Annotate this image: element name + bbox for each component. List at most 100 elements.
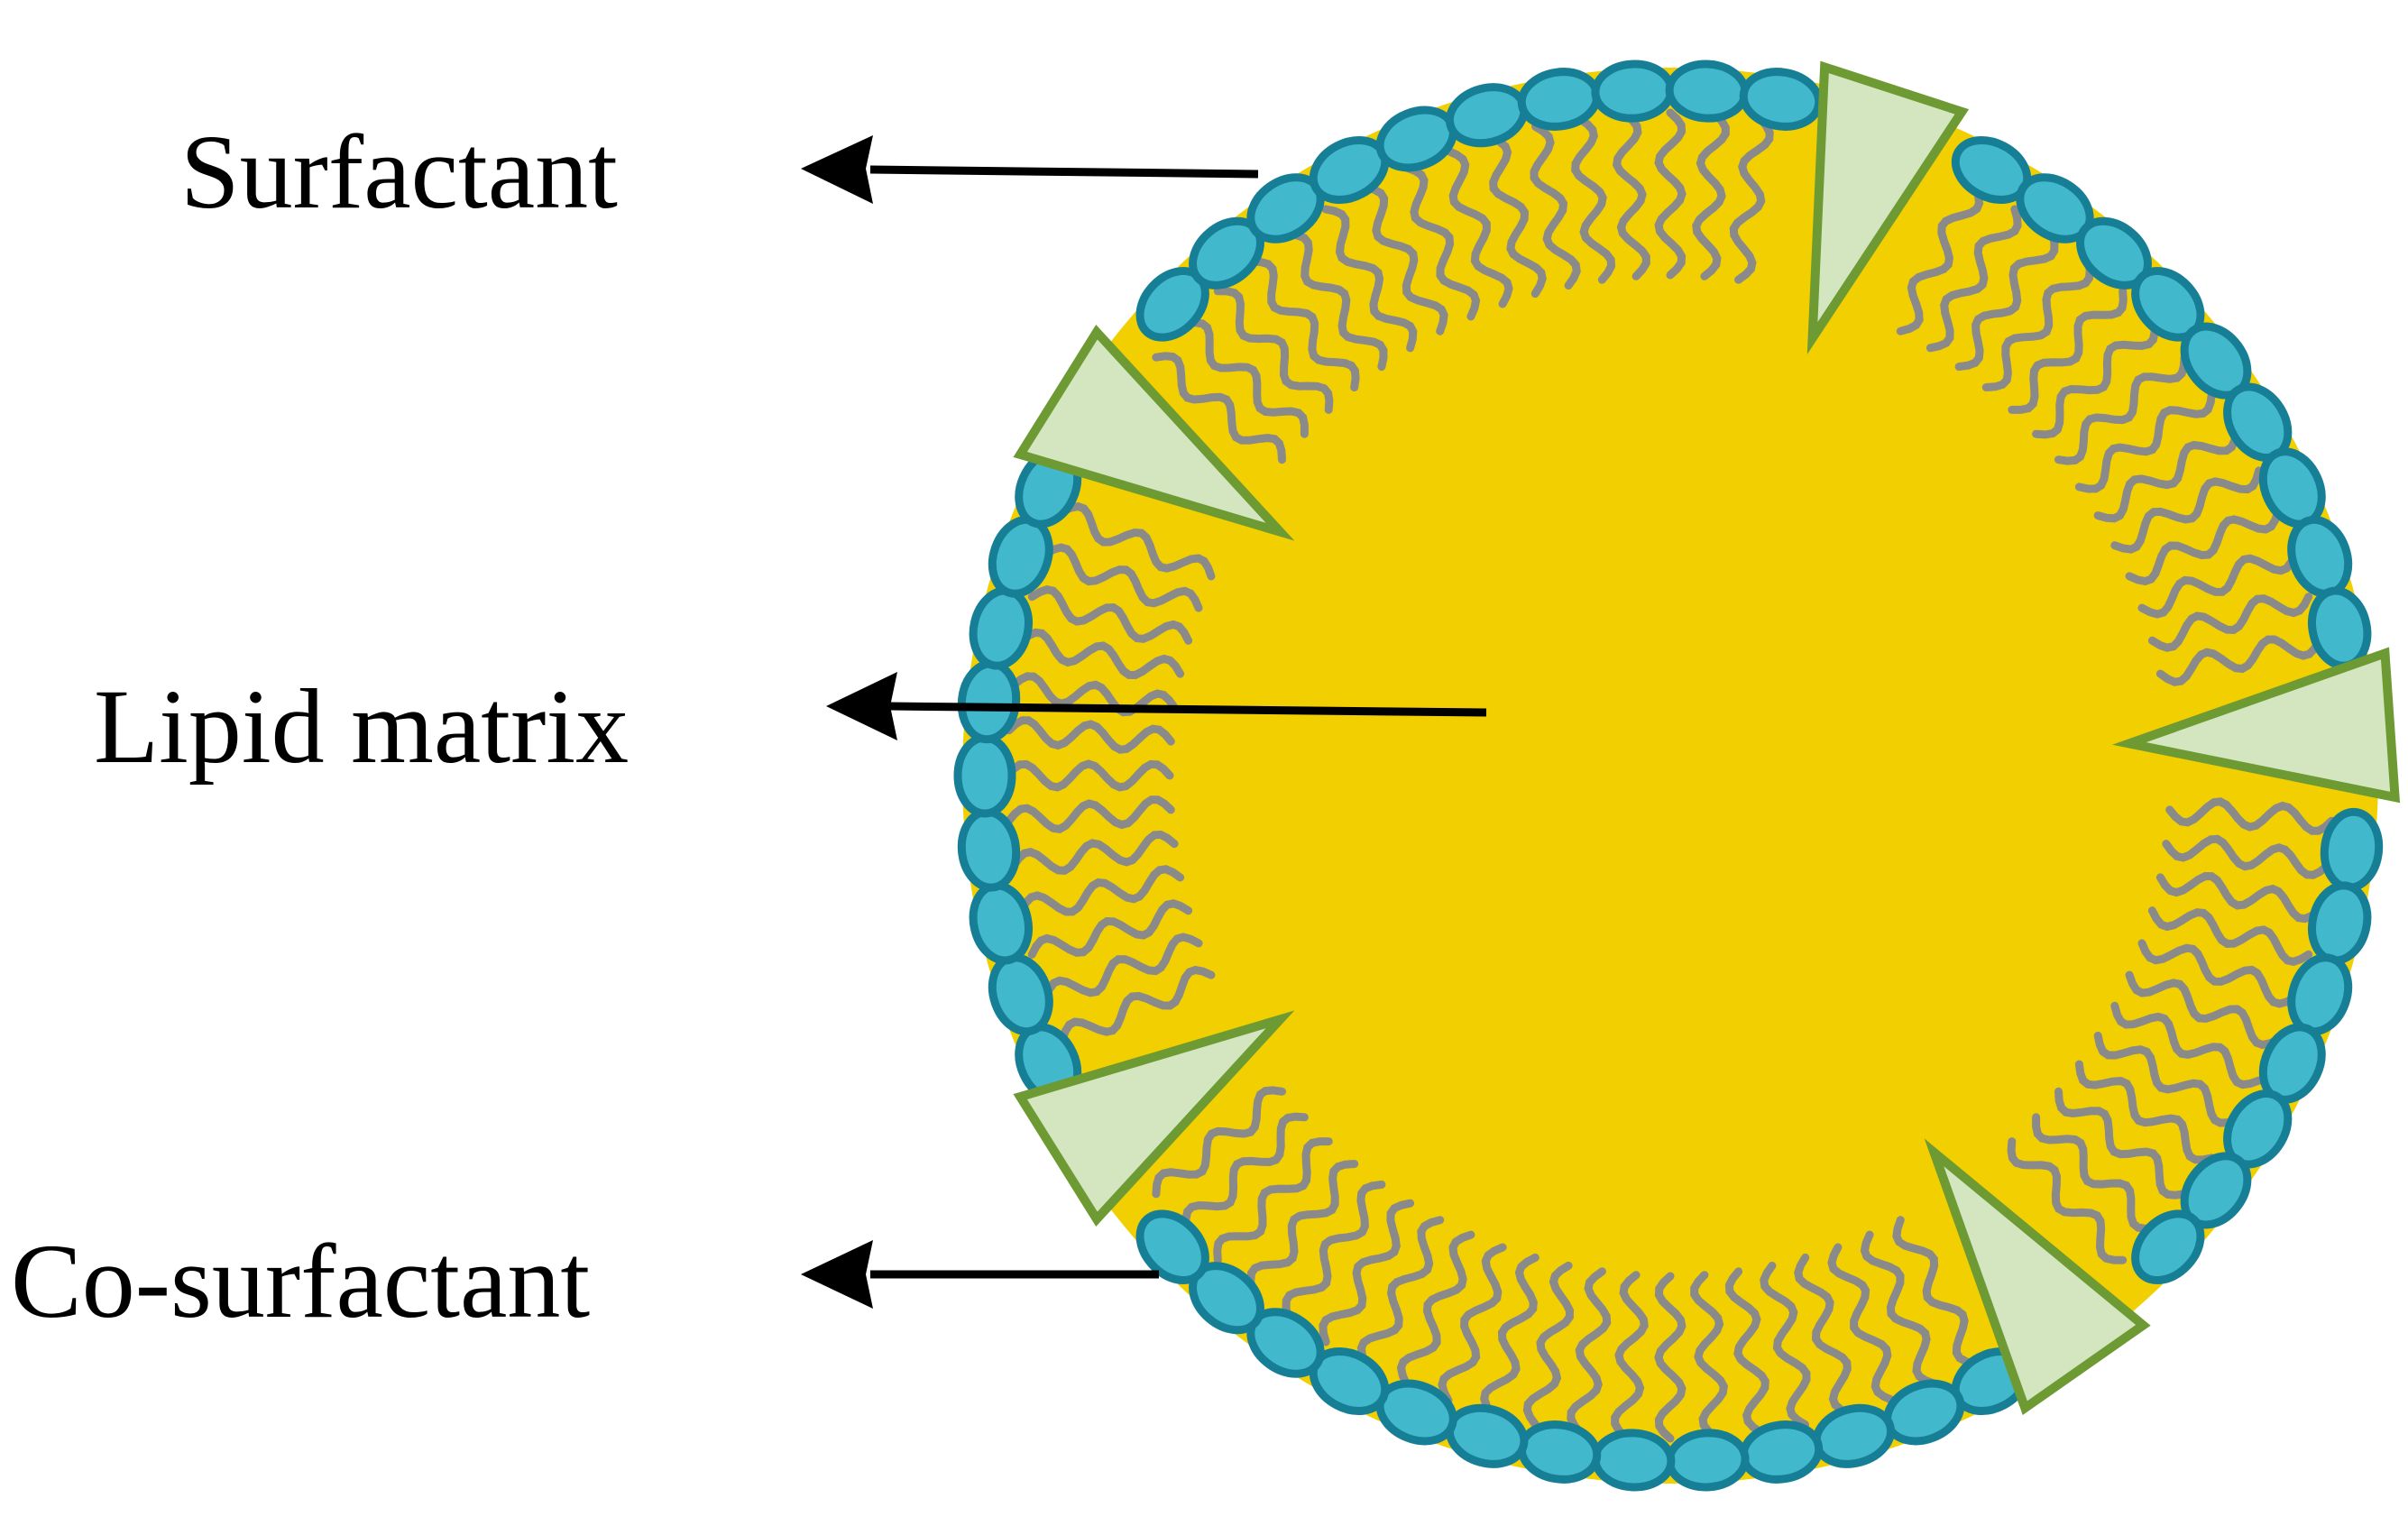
surfactant-tail	[1016, 865, 1185, 916]
arrow-left-icon	[801, 135, 873, 204]
triangle-icon	[1924, 1138, 2151, 1416]
surfactant-tail	[1005, 716, 1175, 754]
surfactant-tail	[1152, 1086, 1286, 1199]
lipid-matrix-label: Lipid matrix	[94, 667, 629, 786]
surfactant-tail	[2032, 318, 2159, 439]
ellipse-head-icon	[1591, 1429, 1676, 1492]
surfactant-tail	[1181, 1112, 1309, 1233]
surfactant-tail	[1009, 672, 1179, 717]
lipid-nanoparticle	[953, 60, 2401, 1492]
surfactant-tail	[1396, 1230, 1475, 1388]
surfactant-tail	[1152, 352, 1286, 464]
surfactant-tail	[1724, 1267, 1769, 1437]
surfactant-tail	[1613, 110, 1650, 280]
surfactant-tail	[1760, 1261, 1811, 1429]
triangle-icon	[1013, 1010, 1295, 1227]
co-surfactant-label: Co-surfactant	[11, 1222, 590, 1340]
surfactant-tail	[1181, 318, 1309, 438]
surfactant-tail	[1571, 115, 1616, 284]
co-surfactant-molecules	[1013, 60, 2401, 1416]
ellipse-head-icon	[2131, 1209, 2205, 1285]
surfactant-tail	[2007, 1137, 2128, 1264]
surfactant-tail	[1690, 1271, 1728, 1441]
surfactant-tail	[2054, 1087, 2189, 1200]
surfactant-tail	[2032, 1113, 2159, 1233]
surfactant-tail	[1058, 965, 1216, 1044]
triangle-icon	[1013, 324, 1295, 541]
surfactant-tail	[1005, 795, 1175, 833]
surfactant-tail	[2093, 1031, 2241, 1127]
surfactant-tail	[1480, 1253, 1539, 1419]
triangle-icon	[2112, 647, 2401, 804]
co-surfactant-callout: Co-surfactant	[11, 1222, 1159, 1340]
surfactant-tail	[1027, 585, 1193, 645]
surfactant-tail	[1041, 933, 1203, 1002]
surfactant-label: Surfactant	[180, 113, 618, 231]
surfactant-tail	[1356, 1216, 1445, 1369]
surfactant-tail	[1522, 1261, 1575, 1429]
surfactant-tail	[1041, 543, 1203, 612]
surfactant-tail	[2110, 1001, 2264, 1089]
surfactant-tail	[2008, 287, 2128, 414]
surfactant-tail	[1692, 110, 1730, 280]
surfactant-tail	[2125, 970, 2283, 1050]
surfactant-tail	[1981, 257, 2094, 391]
surfactant-callout: Surfactant	[180, 113, 1259, 231]
surfactant-tail	[1282, 1180, 1386, 1321]
surfactant-tail	[2162, 834, 2331, 879]
surfactant-tail	[1003, 759, 1174, 792]
surfactant-tail	[1892, 1216, 1980, 1369]
lipid-core	[962, 68, 2378, 1484]
surfactant-tail	[1213, 1137, 1333, 1264]
surfactant-tail	[1213, 287, 1334, 414]
surfactant-tail	[1283, 230, 1388, 372]
surfactant-tail	[1567, 1267, 1612, 1437]
surfactant-tail	[1925, 205, 2022, 353]
surfactant-tail	[1444, 146, 1513, 308]
surfactant-tail	[1321, 205, 1418, 353]
surfactant-tails	[1003, 108, 2336, 1443]
surfactant-tail	[1246, 1160, 1359, 1294]
surfactant-tail	[2155, 871, 2324, 924]
lipid-matrix-callout: Lipid matrix	[94, 667, 1487, 786]
surfactant-tail	[2165, 797, 2336, 835]
surfactant-tail	[1438, 1243, 1507, 1405]
surfactant-tail	[2147, 906, 2313, 966]
surfactant-tail	[2147, 593, 2313, 652]
surfactant-arrow-line	[869, 165, 1259, 179]
surfactant-tail	[1016, 628, 1185, 680]
lipid-matrix-arrow-line	[887, 702, 1487, 717]
surfactant-tail	[2093, 427, 2241, 523]
surfactant-tail	[1361, 182, 1448, 335]
surfactant-tail	[2074, 1060, 2216, 1164]
surfactant-tail	[2137, 939, 2300, 1008]
surfactant-tail	[2125, 507, 2283, 586]
surfactant-tail	[2054, 353, 2189, 465]
surfactant-tail	[1860, 1230, 1939, 1388]
ellipse-head-icon	[953, 733, 1016, 818]
surfactant-tail	[1027, 899, 1193, 959]
surfactant-tail	[1247, 257, 1360, 391]
surfactant-tail	[1654, 108, 1687, 280]
surfactant-tail	[1611, 1271, 1649, 1441]
surfactant-tail	[1058, 501, 1216, 581]
triangle-icon	[1806, 60, 1970, 354]
surfactant-tail	[1896, 182, 1984, 335]
surfactant-tail	[2137, 549, 2300, 619]
arrow-left-icon	[801, 1240, 873, 1309]
surfactant-tail	[1487, 133, 1547, 299]
surfactant-tail	[2155, 635, 2324, 686]
arrow-left-icon	[826, 672, 897, 740]
surfactant-tail	[1794, 1253, 1853, 1419]
ellipse-head-icon	[1135, 1209, 1209, 1285]
surfactant-tail	[1530, 122, 1581, 290]
ellipse-head-icon	[1665, 60, 1750, 123]
surfactant-tail	[1654, 1272, 1687, 1443]
ellipse-head-icon	[1591, 60, 1676, 123]
surfactant-tail	[2110, 466, 2264, 554]
surfactant-tail	[1954, 230, 2059, 372]
surfactant-tail	[1402, 163, 1481, 321]
surfactant-tail	[1729, 115, 1774, 284]
surfactant-tail	[2074, 389, 2216, 493]
surfactant-tail	[1009, 830, 1179, 875]
